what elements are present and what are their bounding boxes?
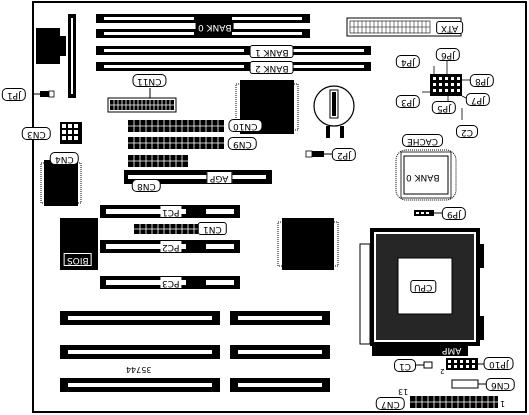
jp9-label: JP9 [442,207,466,220]
dimm-bank-2 [96,62,371,71]
pc3-label: PC3 [160,277,182,288]
cn11-connector [107,88,177,113]
jp7-label: JP7 [466,93,490,106]
atx-label: ATX [436,21,464,34]
dimm-bank-0 [96,14,310,38]
vertical-connector-inner [71,18,73,94]
agp-label: AGP [206,171,233,184]
jp8-label: JP8 [470,74,494,87]
atx-power-connector [346,17,462,37]
cpu-socket [359,228,484,356]
cn3-connector [60,122,82,144]
agp-slot [124,170,272,184]
amp-label: AMP [442,345,462,355]
cn7-label: CN7 [376,397,405,410]
jp9-jumper [414,210,442,216]
c1-component [416,361,433,369]
jp1-label: JP1 [2,88,26,101]
cn8-label: CN8 [132,179,161,192]
cn6-label: CN6 [486,378,515,391]
pin-1-label: 1 [500,399,506,408]
cn10-connector [128,120,224,132]
io-connector-tab [58,36,66,56]
jumper-block [422,60,471,120]
isa-slot-2 [60,345,220,359]
cn1-connector [134,224,198,234]
isa-slot-1b [230,311,330,325]
dimm-bank-1 [96,46,371,55]
isa-slot-2b [230,345,330,359]
bios-label: BIOS [64,253,92,266]
dimm-bank-2-label: BANK 2 [250,61,294,74]
jp2-label: JP2 [332,148,356,161]
cn9-label: CN9 [228,137,257,150]
dimm-bank-0-label: BANK 0 [196,21,234,32]
cn4-label: CN4 [50,152,79,165]
jp3-label: JP3 [396,95,420,108]
cache-bank-0-label: BANK 0 [406,172,440,182]
battery [313,85,355,138]
cn1-label: CN1 [198,222,227,235]
isa-slot-3 [60,378,220,392]
pin-13-label: 13 [398,387,409,396]
bios-chip [60,218,98,270]
cn11-label: CN11 [132,74,167,87]
jp10-jumper [446,358,484,370]
io-connector [36,28,60,64]
c2-label: C2 [456,125,479,138]
jp6-label: JP6 [436,48,460,61]
cache-label: CACHE [402,134,444,147]
chipset-south [277,218,339,270]
super-io-chip [40,160,82,206]
jp1-jumper [32,90,55,98]
part-number: 35744 [126,365,152,374]
cn6-connector [451,379,486,389]
isa-slot-1 [60,311,220,325]
jp5-label: JP5 [432,101,456,114]
jp10-label: JP10 [484,357,514,370]
cache-bank-0 [395,149,457,201]
pc2-label: PC2 [160,241,182,252]
cn9-connector [128,137,224,149]
pc1-label: PC1 [160,206,182,217]
dimm-bank-1-label: BANK 1 [250,45,294,58]
jp2-jumper [305,150,332,158]
cn7-connector [410,396,498,408]
pin-2-label: 2 [440,367,445,375]
cn8-connector [128,155,188,167]
cn3-label: CN3 [22,127,51,140]
cpu-label: CPU [410,280,437,293]
c1-label: C1 [394,359,417,372]
cn10-label: CN10 [228,119,263,132]
isa-slot-3b [230,378,330,392]
jp4-label: JP4 [396,55,420,68]
